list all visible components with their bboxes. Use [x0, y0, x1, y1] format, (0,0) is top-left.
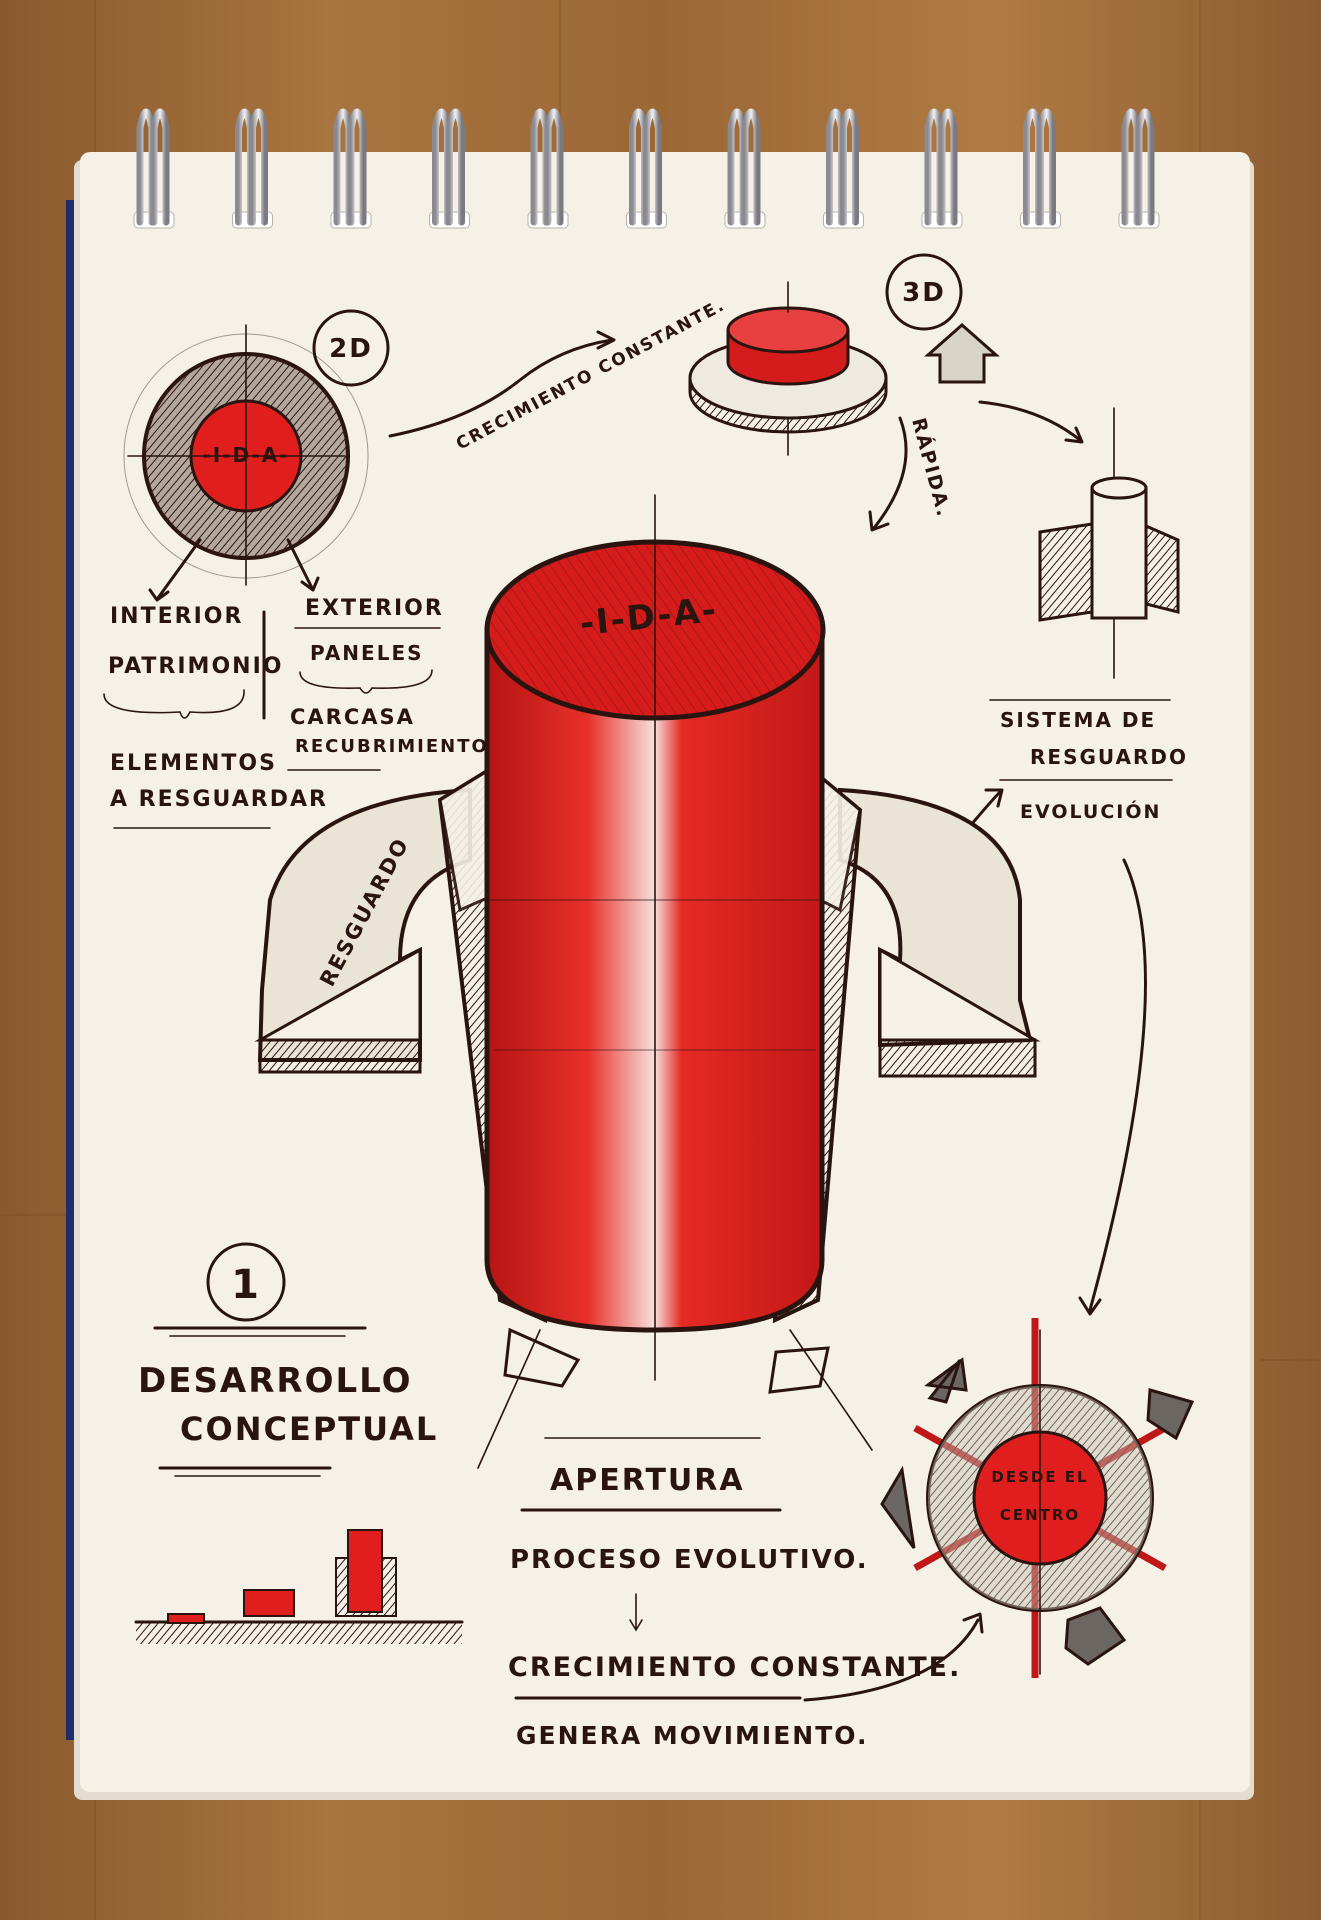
label-carcasa: CARCASA — [290, 705, 415, 729]
label-genera: GENERA MOVIMIENTO. — [516, 1721, 868, 1750]
label-paneles: PANELES — [310, 641, 424, 665]
label-sistema-de: SISTEMA DE — [1000, 708, 1156, 732]
label-patrimonio: PATRIMONIO — [108, 654, 283, 679]
label-elementos: ELEMENTOS — [110, 751, 277, 776]
label-interior: INTERIOR — [110, 604, 243, 629]
logo-2d: -I-D-A- — [202, 443, 289, 467]
label-apertura: APERTURA — [550, 1463, 745, 1498]
label-resguardo: RESGUARDO — [1030, 745, 1188, 769]
label-crecimiento-bottom: CRECIMIENTO CONSTANTE. — [508, 1652, 961, 1683]
label-a-resguardar: A RESGUARDAR — [110, 787, 328, 812]
step-number: 1 — [231, 1262, 261, 1308]
label-2d: 2D — [329, 334, 373, 364]
label-3d: 3D — [902, 278, 946, 308]
label-evolucion: EVOLUCIÓN — [1020, 799, 1161, 823]
label-exterior: EXTERIOR — [305, 596, 444, 621]
label-recubrimiento: RECUBRIMIENTO. — [295, 736, 497, 757]
title-desarrollo: DESARROLLO — [138, 1361, 413, 1401]
title-conceptual: CONCEPTUAL — [180, 1410, 438, 1448]
label-proceso: PROCESO EVOLUTIVO. — [510, 1545, 869, 1575]
